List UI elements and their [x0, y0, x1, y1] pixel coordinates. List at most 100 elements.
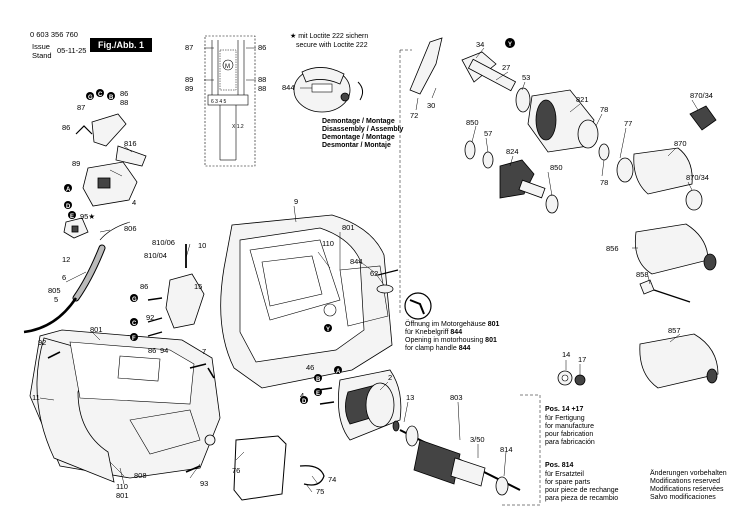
label-77: 77: [624, 119, 632, 128]
label-86: 86: [120, 89, 128, 98]
label-12: 12: [62, 255, 70, 264]
modifications-line2: Modifications reserved: [650, 478, 721, 485]
chuck-870: [616, 105, 717, 211]
label-801: 801: [116, 491, 129, 500]
opening-note-line4: for clamp handle 844: [405, 345, 471, 352]
svg-text:X 1.2: X 1.2: [232, 124, 244, 130]
gear-assembly: [409, 37, 610, 214]
label-814: 814: [500, 445, 513, 454]
demontage-line3: Demontage / Montage: [322, 134, 395, 141]
label-870-34: 870/34: [690, 91, 713, 100]
label-858: 858: [636, 270, 649, 279]
pos814-line4: para pieza de recambio: [545, 495, 619, 502]
label-94: 94: [160, 346, 168, 355]
label-34: 34: [476, 40, 484, 49]
label-10: 10: [198, 241, 206, 250]
figure-label: Fig./Abb. 1: [90, 38, 152, 52]
svg-text:G: G: [88, 95, 93, 101]
label-856: 856: [606, 244, 619, 253]
label-15: 15: [194, 282, 202, 291]
screw-62: [376, 269, 399, 294]
chuck-856: [634, 223, 717, 303]
label-870-34: 870/34: [686, 173, 709, 182]
washer-14-17: [557, 370, 586, 386]
label-844: 844: [350, 257, 363, 266]
svg-text:M: M: [225, 64, 230, 70]
label-844: 844: [282, 83, 295, 92]
label-86: 86: [258, 43, 266, 52]
svg-text:Y: Y: [508, 42, 512, 48]
label-810-06: 810/06: [152, 238, 175, 247]
label-110: 110: [116, 482, 128, 491]
svg-text:E: E: [70, 214, 74, 220]
label-5: 5: [54, 295, 58, 304]
modifications-line4: Salvo modificaciones: [650, 494, 716, 501]
label-92: 92: [38, 338, 46, 347]
label-76: 76: [232, 466, 240, 475]
label-824: 824: [506, 147, 519, 156]
modifications-line3: Modifications reśervées: [650, 486, 724, 493]
pos814-line1: für Ersatzteil: [545, 471, 584, 478]
svg-text:Y: Y: [326, 327, 330, 333]
magnifier-icon: [404, 292, 432, 320]
leader-lines: [39, 47, 699, 493]
label-801: 801: [90, 325, 103, 334]
label-850: 850: [466, 118, 479, 127]
pos814-line3: pour piece de rechange: [545, 487, 619, 494]
label-9: 9: [294, 197, 298, 206]
opening-note-line3: Opening in motorhousing 801: [405, 337, 497, 344]
svg-text:A: A: [66, 187, 71, 193]
pos1417-line4: para fabricación: [545, 439, 595, 446]
svg-text:D: D: [302, 399, 307, 405]
label-95: 95★: [80, 212, 95, 221]
label-857: 857: [668, 326, 681, 335]
label-88: 88: [120, 98, 128, 107]
label-870: 870: [674, 139, 687, 148]
stand-label: Stand: [32, 51, 52, 60]
label-2: 2: [388, 373, 392, 382]
label-6: 6: [62, 273, 66, 282]
label-87: 87: [185, 43, 193, 52]
field-coil-assembly: [338, 369, 402, 441]
label-7: 7: [202, 347, 206, 356]
label-13: 13: [406, 393, 414, 402]
opening-note-line2: für Knebelgriff 844: [405, 329, 463, 336]
svg-text:A: A: [336, 369, 341, 375]
label-27: 27: [502, 63, 510, 72]
demontage-line4: Desmontar / Montaje: [322, 142, 391, 149]
svg-text:B: B: [109, 95, 114, 101]
label-810-04: 810/04: [144, 251, 167, 260]
loctite-note-line2: secure with Loctite 222: [296, 42, 368, 49]
label-93: 93: [200, 479, 208, 488]
svg-text:E: E: [316, 391, 320, 397]
connection-markers: G C B A D E G C F Y Y A B E D: [64, 38, 515, 405]
screws: [47, 244, 335, 473]
label-821: 821: [576, 95, 589, 104]
label-89: 89: [185, 84, 193, 93]
arrow-icon: [75, 81, 364, 135]
modifications-line1: Änderungen vorbehalten: [650, 470, 727, 477]
label-808: 808: [134, 471, 147, 480]
opening-note-line1: Öffnung im Motorgehäuse 801: [405, 321, 500, 328]
pos1417-line3: pour fabrication: [545, 431, 594, 438]
pos1417-title: Pos. 14 +17: [545, 406, 584, 413]
svg-text:D: D: [66, 204, 71, 210]
chuck-857: [639, 333, 719, 389]
clamp-knob-part: [293, 67, 351, 113]
label-72: 72: [410, 111, 418, 120]
issue-label: Issue: [32, 42, 50, 51]
label-30: 30: [427, 101, 435, 110]
label-86: 86: [62, 123, 70, 132]
pos814-title: Pos. 814: [545, 462, 574, 469]
label-86: 86: [148, 346, 156, 355]
label-92: 92: [146, 313, 154, 322]
pos814-line2: for spare parts: [545, 479, 591, 486]
svg-text:6 3 4 5: 6 3 4 5: [211, 99, 227, 105]
gasket-76: [233, 435, 325, 501]
label-803: 803: [450, 393, 463, 402]
demontage-line2: Disassembly / Assembly: [322, 126, 404, 133]
label-805: 805: [48, 286, 61, 295]
doc-number: 0 603 356 760: [30, 30, 78, 39]
label-87: 87: [77, 103, 85, 112]
